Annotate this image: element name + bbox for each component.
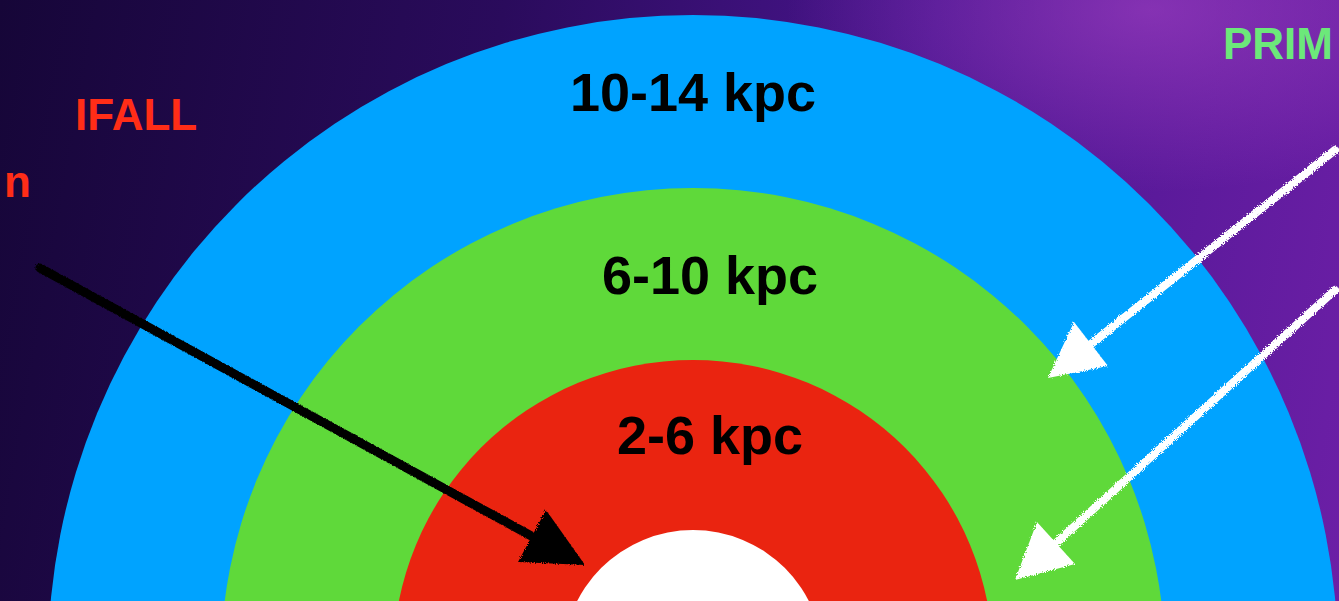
core-disc xyxy=(563,530,823,601)
side-label: IFALL xyxy=(75,93,197,137)
radius-label: 6-10 kpc xyxy=(602,248,818,302)
side-label: PRIM xyxy=(1223,22,1333,66)
primordial-arrow xyxy=(1048,150,1335,378)
primordial-arrow xyxy=(1015,290,1335,580)
infall-arrow xyxy=(40,268,585,565)
radius-band: 6-10 kpc 2-6 kpc xyxy=(221,188,1165,601)
band-disc xyxy=(48,15,1338,601)
radius-band: 2-6 kpc xyxy=(393,360,993,601)
core-circle xyxy=(563,530,823,601)
radius-label: 10-14 kpc xyxy=(570,65,816,119)
band-disc xyxy=(221,188,1165,601)
side-label: n xyxy=(4,160,31,204)
band-disc xyxy=(393,360,993,601)
radius-label: 2-6 kpc xyxy=(617,408,803,462)
radius-band: 10-14 kpc 6-10 kpc 2-6 kpc xyxy=(48,15,1338,601)
